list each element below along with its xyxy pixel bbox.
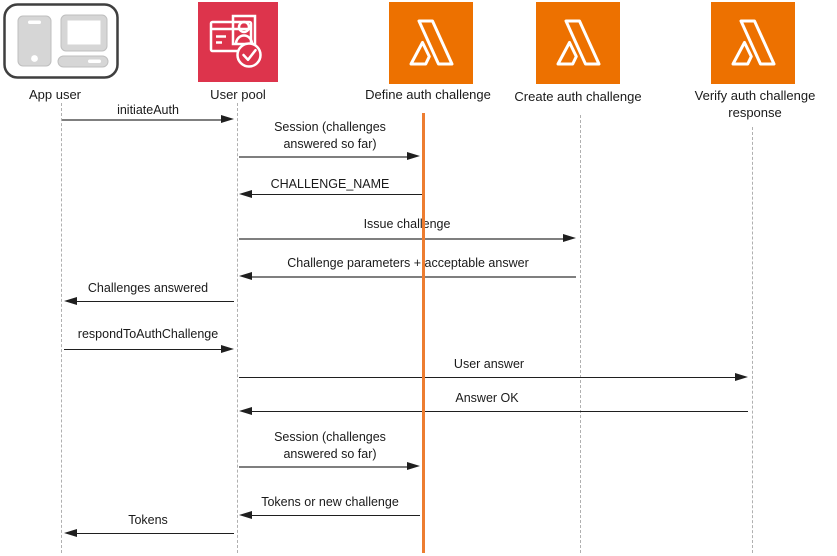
arrowhead-left-icon [239,407,252,415]
arrow-shaft [250,514,420,517]
arrow-shaft [250,193,423,196]
message-label-answer-ok: Answer OK [455,391,519,405]
arrow-shaft [239,465,409,468]
lifeline-create-auth-challenge [580,115,581,553]
lifeline-app-user [61,103,62,553]
message-label-initiate-auth: initiateAuth [117,103,179,117]
arrowhead-right-icon [735,373,748,381]
arrow-tokens-or-new-challenge [239,511,420,520]
message-label-issue-challenge: Issue challenge [363,217,451,231]
message-label-session-1: Session (challenges answered so far) [274,119,386,153]
message-label-line2: answered so far) [283,447,377,461]
arrowhead-left-icon [64,297,77,305]
arrow-respond-to-auth-challenge [64,345,234,354]
arrowhead-left-icon [239,272,252,280]
arrow-shaft [62,118,223,121]
devices-icon [3,3,119,79]
arrow-shaft [250,275,576,278]
arrow-shaft [75,532,234,535]
message-label-respond-to-auth-challenge: respondToAuthChallenge [77,327,219,341]
arrowhead-right-icon [407,152,420,160]
arrow-initiate-auth [62,115,234,124]
message-label-challenge-parameters: Challenge parameters + acceptable answer [287,256,529,270]
arrow-shaft [239,376,737,379]
arrowhead-right-icon [563,234,576,242]
actor-label-verify-line2: response [728,105,782,120]
arrowhead-right-icon [221,115,234,123]
message-label-line1: Session (challenges [274,120,386,134]
arrow-session-1 [239,152,420,161]
arrow-shaft [64,348,223,351]
lambda-icon [389,2,473,84]
message-label-line1: Session (challenges [274,430,386,444]
arrow-challenge-parameters [239,272,576,281]
message-label-session-2: Session (challenges answered so far) [274,429,386,463]
arrow-shaft [239,155,409,158]
actor-label-user-pool: User pool [210,87,266,102]
arrow-user-answer [239,373,748,382]
arrow-challenges-answered [64,297,234,306]
actor-label-verify-line1: Verify auth challenge [694,88,816,103]
lambda-icon [711,2,795,84]
arrow-shaft [250,410,748,413]
arrowhead-left-icon [239,511,252,519]
actor-label-define-auth-challenge: Define auth challenge [365,87,491,102]
lifeline-verify-auth-challenge [752,127,753,553]
actor-label-app-user: App user [28,87,82,102]
actor-label-create-auth-challenge: Create auth challenge [514,89,642,104]
actor-label-verify-auth-challenge: Verify auth challenge response [695,87,816,121]
arrow-shaft [239,237,565,240]
arrow-answer-ok [239,407,748,416]
message-label-tokens: Tokens [128,513,168,527]
message-label-user-answer: User answer [453,357,525,371]
arrow-session-2 [239,462,420,471]
arrow-challenge-name [239,190,423,199]
message-label-tokens-or-new-challenge: Tokens or new challenge [261,495,399,509]
message-label-line2: answered so far) [283,137,377,151]
arrowhead-right-icon [221,345,234,353]
arrow-issue-challenge [239,234,576,243]
arrowhead-left-icon [64,529,77,537]
arrowhead-left-icon [239,190,252,198]
user-pool-icon [198,2,278,82]
message-label-challenges-answered: Challenges answered [87,281,209,295]
lambda-icon [536,2,620,84]
message-label-challenge-name: CHALLENGE_NAME [270,177,390,191]
arrow-tokens [64,529,234,538]
arrow-shaft [75,300,234,303]
arrowhead-right-icon [407,462,420,470]
lifeline-user-pool [237,103,238,553]
lifeline-define-auth-challenge [422,113,425,553]
